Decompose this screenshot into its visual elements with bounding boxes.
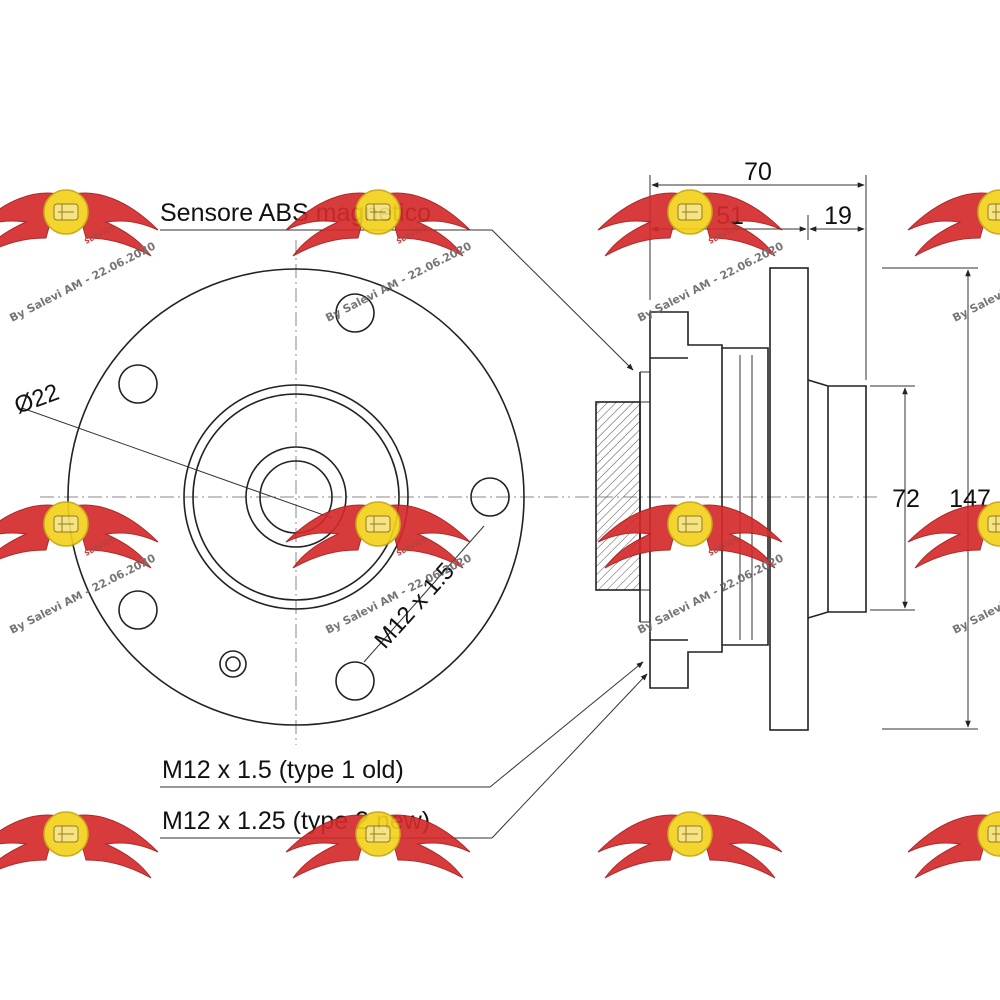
- wheel-flange: [769, 267, 809, 731]
- bore-diameter-leader: [21, 407, 333, 519]
- flange-outer-circle: [67, 268, 525, 726]
- watermark-text-5: By Salevi AM - 22.06.2020: [7, 551, 158, 636]
- stud-hole-2: [118, 364, 158, 404]
- watermark-layer: By Salevi AM - 22.06.2020 By Salevi AM -…: [0, 189, 1000, 879]
- thread-type2-leader: [491, 673, 648, 839]
- stud-hole-4: [118, 590, 158, 630]
- watermark-text-4: By Salevi AM - 22.06.2020: [950, 239, 1000, 324]
- watermark-text-8: By Salevi AM - 22.06.2020: [950, 551, 1000, 636]
- watermark-text-2: By Salevi AM - 22.06.2020: [323, 239, 474, 324]
- watermark-logo-8: [907, 501, 1000, 569]
- bore-diameter-label: Ø22: [11, 379, 63, 420]
- locating-pin-inner: [225, 656, 241, 672]
- watermark-logo-1: [0, 189, 159, 257]
- thread-type1-label: M12 x 1.5 (type 1 old): [162, 756, 404, 784]
- thread-type1-leader: [489, 661, 644, 788]
- center-bore-outer: [245, 446, 347, 548]
- dim-flange-offset: 19: [824, 202, 852, 230]
- stud-hole-1: [335, 293, 375, 333]
- watermark-logo-3: [597, 189, 783, 257]
- side-view: 70 51 19 72 147: [575, 158, 991, 731]
- hub-inner-circle: [192, 393, 400, 601]
- watermark-text-3: By Salevi AM - 22.06.2020: [635, 239, 786, 324]
- stud-hole-5: [335, 661, 375, 701]
- watermark-logo-9: [0, 811, 159, 879]
- stud-thread-leader: [363, 525, 485, 663]
- hub-outer-circle: [183, 384, 409, 610]
- locating-pin-outer: [219, 650, 247, 678]
- watermark-logo-11: [597, 811, 783, 879]
- watermark-text-1: By Salevi AM - 22.06.2020: [7, 239, 158, 324]
- watermark-logo-12: [907, 811, 1000, 879]
- front-view: Ø22 M12 x 1.5: [11, 240, 570, 745]
- stud-hole-3: [470, 477, 510, 517]
- bearing-outer-ring: [649, 311, 769, 689]
- watermark-text-7: By Salevi AM - 22.06.2020: [635, 551, 786, 636]
- dim-hub-diameter: 72: [892, 485, 920, 513]
- watermark-logo-5: [0, 501, 159, 569]
- watermark-logo-4: [907, 189, 1000, 257]
- abs-sensor-leader: [491, 229, 634, 371]
- pilot-hub: [807, 379, 867, 619]
- dim-total-width: 70: [744, 158, 772, 186]
